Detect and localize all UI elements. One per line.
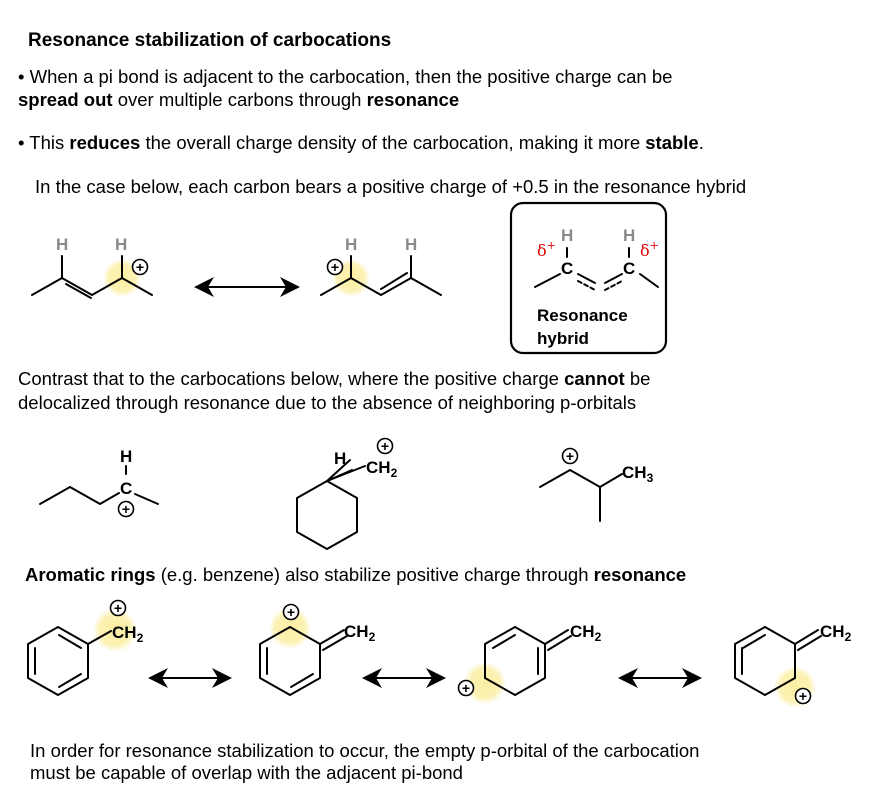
text-span: . xyxy=(698,132,704,153)
secondary-carbocation xyxy=(39,465,159,505)
svg-text:+: + xyxy=(799,688,807,704)
bold-reduces: reduces xyxy=(69,132,141,153)
carbon-label: C xyxy=(623,259,635,278)
cyclohexyl-methyl-cation xyxy=(296,459,366,550)
hydrogen-label: H xyxy=(115,235,127,254)
allyl-cation-left xyxy=(31,255,153,299)
carbon-label: C xyxy=(561,259,573,278)
benzyl-1-labels: CH2 xyxy=(112,623,144,645)
paragraph-contrast-line1: Contrast that to the carbocations below,… xyxy=(18,368,650,390)
text-span: over multiple carbons through xyxy=(112,89,367,110)
text-span: be xyxy=(624,368,651,389)
orbital-glow xyxy=(93,608,137,652)
bold-resonance: resonance xyxy=(366,89,460,110)
cyclohexyl-labels: H CH2 xyxy=(334,449,398,480)
paragraph-requirement-line1: In order for resonance stabilization to … xyxy=(30,740,700,761)
paragraph-pi-bond-line2: spread out over multiple carbons through… xyxy=(18,89,459,111)
plus-charge-3: + xyxy=(117,500,135,518)
ch2-label: CH2 xyxy=(570,622,602,644)
hydrogen-label: H xyxy=(345,235,357,254)
orbital-glow xyxy=(464,662,506,704)
paragraph-requirement-line2: must be capable of overlap with the adja… xyxy=(30,762,463,783)
text-span: the overall charge density of the carboc… xyxy=(140,132,646,153)
svg-text:+: + xyxy=(136,259,144,275)
plus-charge-1: + xyxy=(131,258,149,276)
allyl-left-labels: H H xyxy=(56,235,127,254)
paragraph-contrast-line2: delocalized through resonance due to the… xyxy=(18,392,637,413)
bold-aromatic-rings: Aromatic rings xyxy=(25,564,156,585)
benzyl-structure-1 xyxy=(27,608,137,696)
svg-text:+: + xyxy=(462,680,470,696)
plus-charge-6: + xyxy=(109,599,127,617)
ch2-label: CH2 xyxy=(344,622,376,644)
svg-text:+: + xyxy=(566,448,574,464)
ch2-label: CH2 xyxy=(820,622,852,644)
hydrogen-label: H xyxy=(334,449,346,468)
ch3-label: CH3 xyxy=(622,463,654,485)
plus-charge-4: + xyxy=(376,437,394,455)
paragraph-aromatic: Aromatic rings (e.g. benzene) also stabi… xyxy=(25,564,686,586)
delta-label-right: δ+ xyxy=(640,239,659,260)
isobutyl-cation xyxy=(539,469,623,522)
benzyl-structure-2 xyxy=(259,607,348,696)
benzyl-4-labels: CH2 xyxy=(820,622,852,644)
hydrogen-label: H xyxy=(561,226,573,245)
svg-text:+: + xyxy=(381,438,389,454)
ch2-label: CH2 xyxy=(112,623,144,645)
text-span: Contrast that to the carbocations below,… xyxy=(18,368,565,389)
hybrid-label-line2: hybrid xyxy=(537,329,589,348)
text-span: • This xyxy=(18,132,70,153)
benzyl-2-labels: CH2 xyxy=(344,622,376,644)
paragraph-case-below: In the case below, each carbon bears a p… xyxy=(35,176,747,197)
hybrid-labels: H H C C xyxy=(561,226,635,278)
benzyl-3-labels: CH2 xyxy=(570,622,602,644)
allyl-right-labels: H H xyxy=(345,235,417,254)
svg-text:+: + xyxy=(122,501,130,517)
bold-stable: stable xyxy=(645,132,699,153)
page-title: Resonance stabilization of carbocations xyxy=(28,30,392,51)
bold-spread-out: spread out xyxy=(18,89,113,110)
text-span: (e.g. benzene) also stabilize positive c… xyxy=(155,564,594,585)
resonance-hybrid-box xyxy=(509,201,668,355)
resonance-hybrid-structure xyxy=(534,247,659,291)
plus-charge-5: + xyxy=(561,447,579,465)
svg-text:+: + xyxy=(287,604,295,620)
hydrogen-label: H xyxy=(120,447,132,466)
delta-label-left: δ+ xyxy=(537,239,556,260)
secondary-cation-labels: H C xyxy=(120,447,132,498)
hybrid-label-line1: Resonance xyxy=(537,306,628,325)
paragraph-pi-bond-line1: • When a pi bond is adjacent to the carb… xyxy=(18,66,673,87)
svg-text:+: + xyxy=(114,600,122,616)
hydrogen-label: H xyxy=(405,235,417,254)
plus-charge-7: + xyxy=(282,603,300,621)
hydrogen-label: H xyxy=(56,235,68,254)
plus-charge-9: + xyxy=(794,687,812,705)
hydrogen-label: H xyxy=(623,226,635,245)
ch2-label: CH2 xyxy=(366,458,398,480)
bold-cannot: cannot xyxy=(564,368,625,389)
plus-charge-8: + xyxy=(457,679,475,697)
bold-resonance-2: resonance xyxy=(593,564,687,585)
plus-charge-2: + xyxy=(326,258,344,276)
isobutyl-labels: CH3 xyxy=(622,463,654,485)
svg-text:+: + xyxy=(331,259,339,275)
paragraph-reduces: • This reduces the overall charge densit… xyxy=(18,132,704,154)
benzyl-structure-3 xyxy=(464,626,572,704)
carbon-label: C xyxy=(120,479,132,498)
